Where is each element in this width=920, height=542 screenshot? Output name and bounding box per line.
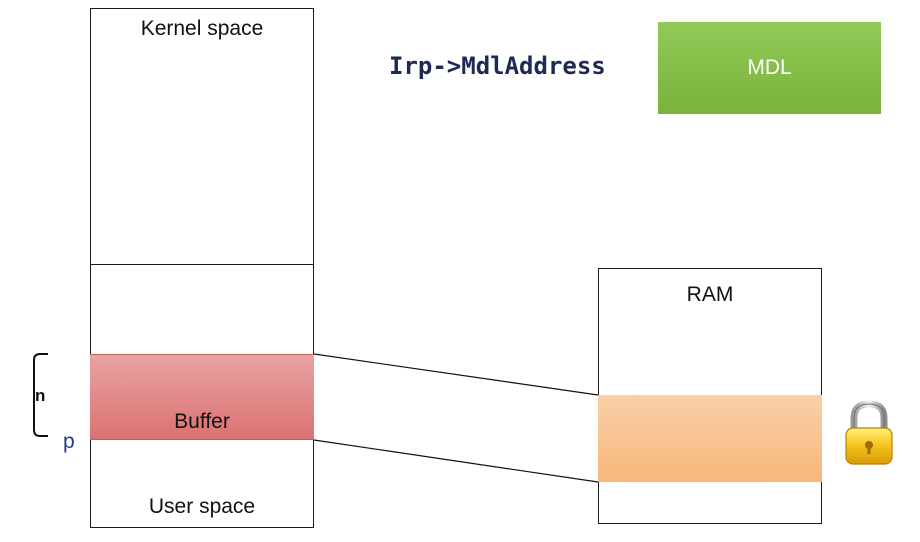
buffer-region xyxy=(90,354,314,440)
mdl-label: MDL xyxy=(747,56,792,79)
user-space-label: User space xyxy=(148,495,256,518)
buffer-size-label: n xyxy=(35,386,46,405)
ram-locked-region xyxy=(598,395,822,482)
mdl-box: MDL xyxy=(658,22,881,114)
size-bracket xyxy=(33,353,48,437)
mapping-line-bottom xyxy=(313,439,599,483)
buffer-label: Buffer xyxy=(174,410,230,433)
mapping-line-top xyxy=(313,353,599,396)
kernel-space-box xyxy=(90,8,314,265)
padlock-icon xyxy=(845,400,893,465)
irp-mdl-address-label: Irp->MdlAddress xyxy=(389,52,606,80)
buffer-pointer-label: p xyxy=(63,430,75,453)
kernel-space-label: Kernel space xyxy=(140,17,264,40)
ram-label: RAM xyxy=(686,283,734,306)
